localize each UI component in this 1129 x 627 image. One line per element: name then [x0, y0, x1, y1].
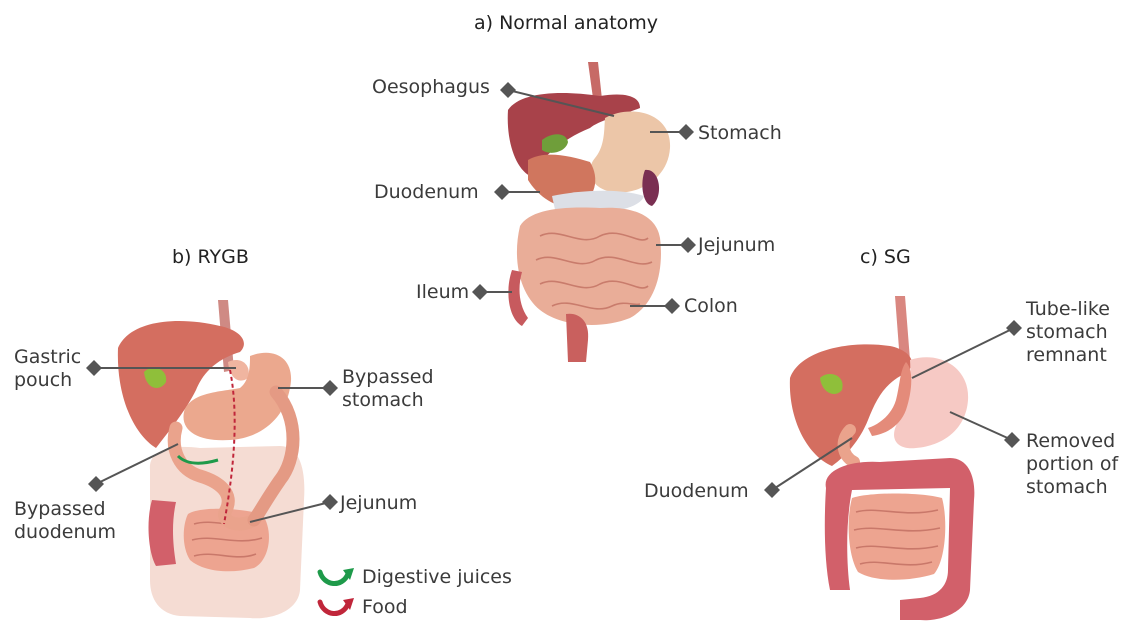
label-removed-portion: Removed portion of stomach [1026, 430, 1118, 499]
label-ileum: Ileum [416, 281, 469, 304]
label-duodenum-normal: Duodenum [374, 181, 479, 204]
sg-liver-shape [790, 344, 912, 466]
label-colon: Colon [684, 295, 738, 318]
title-sg: c) SG [860, 246, 911, 269]
title-rygb: b) RYGB [172, 246, 249, 269]
rygb-colon-shape [149, 500, 176, 566]
label-jejunum-normal: Jejunum [698, 234, 775, 257]
label-tube-like-stomach-remnant: Tube-like stomach remnant [1026, 298, 1110, 367]
label-bypassed-duodenum: Bypassed duodenum [14, 498, 116, 544]
label-oesophagus: Oesophagus [372, 76, 490, 99]
label-bypassed-stomach: Bypassed stomach [342, 366, 434, 412]
normal-anatomy-illustration [508, 62, 670, 362]
stomach-shape [590, 111, 670, 192]
legend-food: Food [362, 596, 408, 619]
label-jejunum-rygb: Jejunum [340, 492, 417, 515]
legend-digestive-juices: Digestive juices [362, 566, 512, 589]
sg-illustration [790, 296, 975, 620]
label-stomach: Stomach [698, 122, 782, 145]
label-duodenum-sg: Duodenum [644, 480, 749, 503]
sg-small-intestine-shape [849, 494, 946, 580]
legend-juice-arrow [320, 568, 354, 584]
label-gastric-pouch: Gastric pouch [14, 346, 81, 392]
title-normal-anatomy: a) Normal anatomy [474, 12, 658, 35]
legend-food-arrow [320, 598, 354, 614]
